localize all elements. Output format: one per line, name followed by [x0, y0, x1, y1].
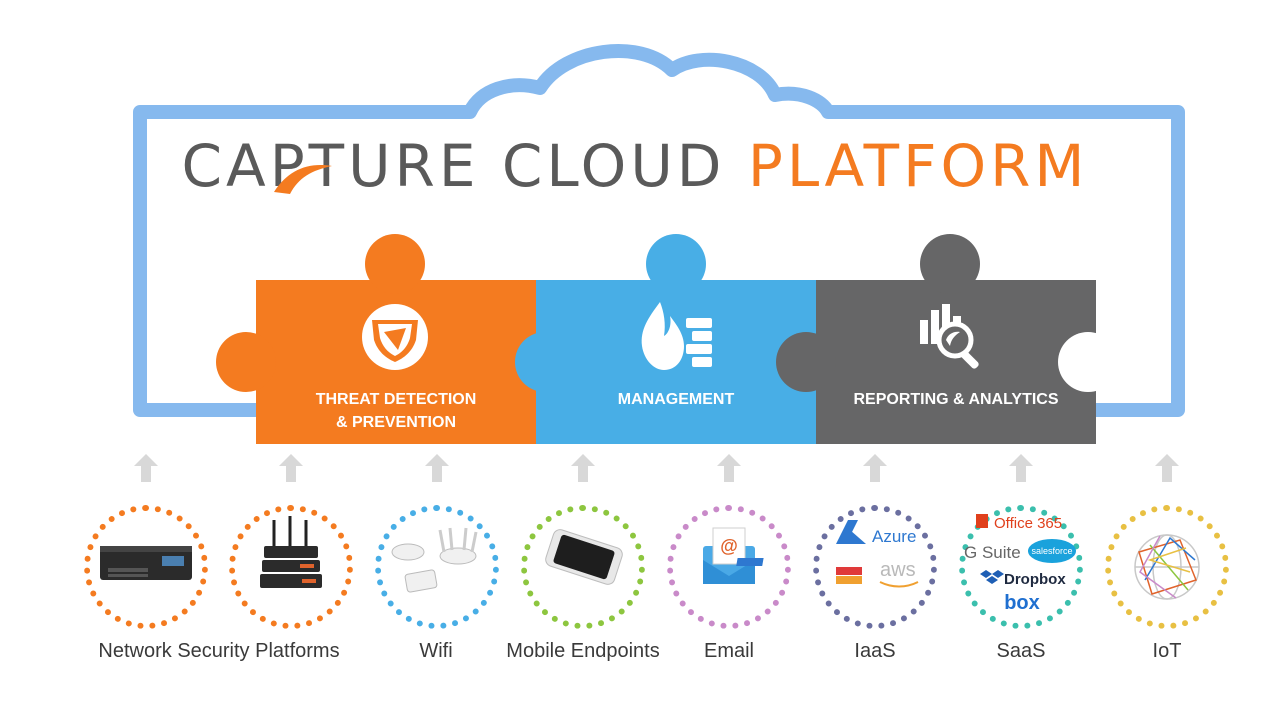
source-label-network: Network Security Platforms	[98, 640, 340, 662]
source-ring-mobile	[521, 505, 645, 629]
azure-logo-text: Azure	[872, 527, 916, 546]
server-icon	[100, 546, 192, 580]
envelope-icon: @	[703, 527, 755, 584]
office-logo-text: Office 365	[994, 515, 1062, 532]
source-ring-iaas	[813, 505, 937, 629]
access-point-icon	[391, 527, 478, 593]
piece-label-threat: THREAT DETECTION & PREVENTION	[315, 391, 477, 431]
source-label-wifi: Wifi	[419, 640, 453, 662]
title-part-1: CAPTURE CLOUD	[181, 132, 726, 200]
dropbox-logo-text: Dropbox	[1004, 571, 1066, 588]
arrow-up-icon	[571, 454, 595, 482]
cloud-providers-icon: Azure aws	[736, 520, 919, 588]
platform-title: CAPTURE CLOUD PLATFORM	[0, 132, 1270, 200]
globe-network-icon	[1134, 534, 1200, 600]
email-at-text: @	[720, 536, 738, 556]
swoosh-icon	[274, 165, 332, 194]
source-label-email: Email	[703, 640, 754, 662]
title-part-2: PLATFORM	[747, 132, 1089, 200]
arrow-up-icon	[1009, 454, 1033, 482]
saas-logos-icon: Office 365 G Suite salesforce Dropbox bo…	[964, 514, 1076, 614]
firewall-icon	[641, 302, 712, 370]
router-icon	[260, 516, 322, 588]
piece-label-reporting: REPORTING & ANALYTICS	[853, 391, 1059, 408]
source-ring-saas	[959, 505, 1083, 629]
puzzle-piece-reporting	[776, 234, 1118, 444]
arrow-up-icon	[863, 454, 887, 482]
phone-icon	[545, 529, 623, 585]
arrow-up-icon	[425, 454, 449, 482]
source-label-iaas: IaaS	[854, 640, 896, 662]
source-label-iot: IoT	[1152, 640, 1182, 662]
arrow-up-icon	[717, 454, 741, 482]
arrow-up-icon	[279, 454, 303, 482]
analytics-icon	[920, 304, 979, 369]
source-ring-network	[84, 505, 208, 629]
source-label-mobile: Mobile Endpoints	[506, 640, 660, 662]
arrow-up-icon	[134, 454, 158, 482]
source-ring-wifi	[375, 505, 499, 629]
salesforce-logo-text: salesforce	[1031, 546, 1072, 556]
gsuite-logo-text: G Suite	[964, 543, 1021, 562]
aws-logo-text: aws	[880, 559, 916, 581]
upward-arrows	[134, 454, 1179, 482]
shield-icon	[362, 304, 428, 370]
source-ring-router	[229, 505, 353, 629]
arrow-up-icon	[1155, 454, 1179, 482]
source-ring-email	[667, 505, 791, 629]
source-label-saas: SaaS	[996, 640, 1046, 662]
piece-label-management: MANAGEMENT	[617, 391, 735, 408]
box-logo-text: box	[1004, 592, 1040, 614]
source-ring-iot	[1105, 505, 1229, 629]
